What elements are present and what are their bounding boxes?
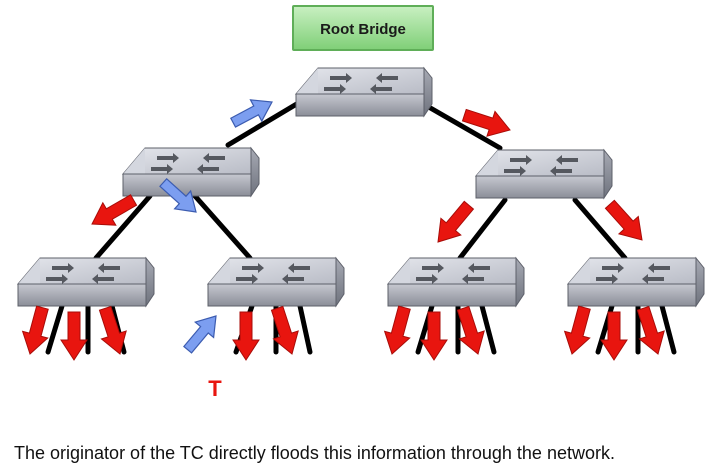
- switch-icon-leaf-4: [567, 257, 705, 307]
- blue-arrow-icon-tc-origin: [177, 307, 226, 359]
- switch-icon-leaf-1: [17, 257, 155, 307]
- root-bridge-label: Root Bridge: [292, 5, 434, 51]
- switch-icon-left: [122, 147, 260, 197]
- switch-icon-leaf-3: [387, 257, 525, 307]
- root-bridge-label-text: Root Bridge: [320, 21, 406, 38]
- switch-icon-right: [475, 149, 613, 199]
- tc-originator-marker: T: [208, 376, 222, 401]
- diagram-caption: The originator of the TC directly floods…: [14, 443, 615, 463]
- switch-icon-root: [295, 67, 433, 117]
- switch-icon-leaf-2: [207, 257, 345, 307]
- red-arrow-icon-root-to-right: [459, 102, 515, 143]
- blue-arrow-icon-tc-to-root: [226, 90, 279, 134]
